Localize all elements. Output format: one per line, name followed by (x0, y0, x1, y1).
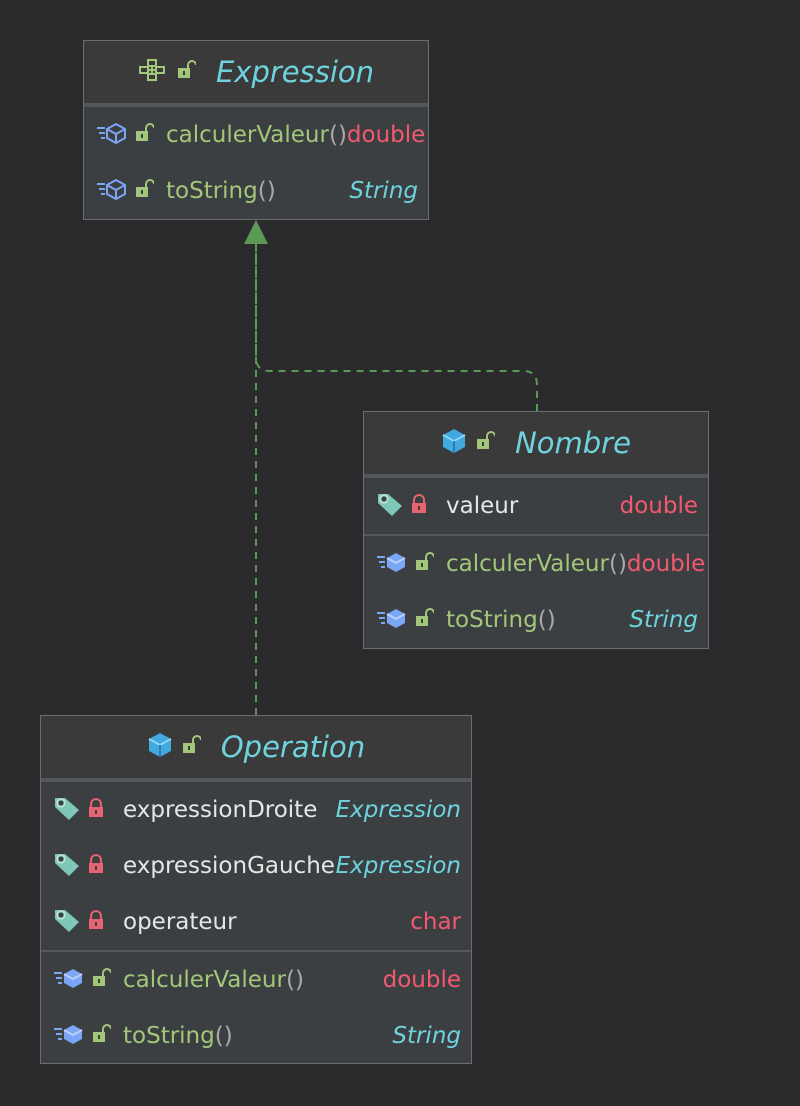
public-lock-icon (475, 431, 497, 455)
class-name: Operation (220, 730, 366, 764)
method-name: calculerValeur() (166, 122, 347, 148)
method-icon (376, 550, 408, 578)
field-name: valeur (446, 493, 519, 519)
return-type: String (629, 607, 698, 633)
method-row[interactable]: toString() String (84, 163, 428, 219)
field-name: operateur (123, 909, 237, 935)
methods-section: calculerValeur() double (364, 534, 708, 648)
class-expression[interactable]: Expression (83, 40, 429, 220)
fields-section: valeur double (364, 476, 708, 534)
method-name: calculerValeur() (123, 967, 304, 993)
realization-arrowhead (244, 220, 268, 244)
return-type: String (392, 1023, 461, 1049)
field-tag-icon (53, 795, 81, 825)
methods-section: calculerValeur() double (41, 950, 471, 1064)
field-tag-icon (53, 851, 81, 881)
method-name: toString() (446, 607, 556, 633)
return-type: double (346, 122, 426, 148)
method-icon (53, 966, 85, 994)
public-lock-icon (181, 735, 202, 759)
abstract-method-icon (96, 177, 128, 205)
method-row[interactable]: toString() String (364, 592, 708, 648)
public-lock-icon (91, 1024, 112, 1048)
implements-edge-nombre (255, 244, 538, 411)
public-lock-icon (414, 552, 435, 576)
method-row[interactable]: toString() String (41, 1008, 471, 1064)
method-icon (53, 1022, 85, 1050)
method-name: toString() (166, 178, 276, 204)
method-row[interactable]: calculerValeur() double (364, 536, 708, 592)
field-row[interactable]: operateur char (41, 894, 471, 950)
class-header: Expression (84, 41, 428, 105)
field-tag-icon (376, 491, 404, 521)
private-lock-icon (87, 910, 105, 934)
class-name: Nombre (515, 426, 631, 460)
public-lock-icon (91, 968, 112, 992)
field-name: expressionDroite (123, 797, 318, 823)
private-lock-icon (87, 798, 105, 822)
field-type: Expression (335, 797, 461, 823)
field-type: char (410, 909, 461, 935)
field-name: expressionGauche (123, 853, 335, 879)
field-type: double (619, 493, 698, 519)
method-name: toString() (123, 1023, 233, 1049)
method-icon (376, 606, 408, 634)
public-lock-icon (176, 60, 197, 84)
method-row[interactable]: calculerValeur() double (41, 952, 471, 1008)
field-tag-icon (53, 907, 81, 937)
private-lock-icon (87, 854, 105, 878)
field-row[interactable]: expressionGauche Expression (41, 838, 471, 894)
field-type: Expression (335, 853, 461, 879)
fields-section: expressionDroite Expression (41, 780, 471, 950)
public-lock-icon (134, 123, 155, 147)
public-lock-icon (414, 608, 435, 632)
abstract-method-icon (96, 121, 128, 149)
class-operation[interactable]: Operation e (40, 715, 472, 1064)
class-header: Nombre (364, 412, 708, 476)
private-lock-icon (410, 494, 428, 518)
class-nombre[interactable]: Nombre vale (363, 411, 709, 649)
class-icon (147, 732, 173, 762)
class-name: Expression (215, 55, 375, 89)
interface-icon (138, 58, 168, 86)
class-icon (441, 428, 467, 458)
return-type: String (349, 178, 418, 204)
class-header: Operation (41, 716, 471, 780)
methods-section: calculerValeur() double (84, 105, 428, 219)
return-type: double (382, 967, 461, 993)
method-row[interactable]: calculerValeur() double (84, 107, 428, 163)
field-row[interactable]: expressionDroite Expression (41, 782, 471, 838)
return-type: double (626, 551, 706, 577)
field-row[interactable]: valeur double (364, 478, 708, 534)
method-name: calculerValeur() (446, 551, 627, 577)
public-lock-icon (134, 179, 155, 203)
